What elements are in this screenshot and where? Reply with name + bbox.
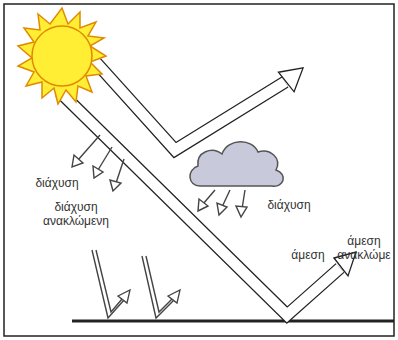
radiation-label: διάχυση bbox=[22, 176, 92, 190]
radiation-label: διάχυση bbox=[254, 198, 324, 212]
radiation-label: άμεση ανακλώμε bbox=[334, 234, 394, 262]
radiation-label: διάχυση ανακλώμενη bbox=[28, 200, 124, 228]
radiation-label: άμεση bbox=[286, 248, 330, 262]
